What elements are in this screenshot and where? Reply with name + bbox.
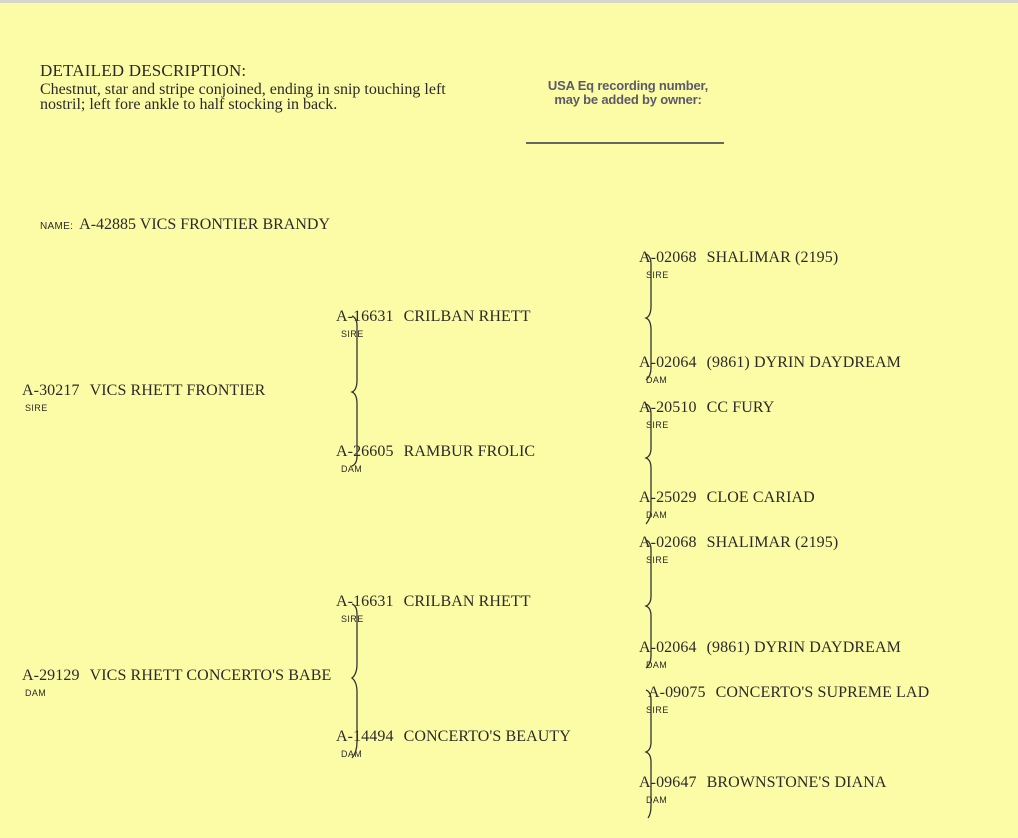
role-label: SIRE [341,329,364,339]
pedigree-number: A-02064 [639,354,697,371]
pedigree-sds: A-20510 CC FURY [639,399,774,417]
pedigree-sire-dam: A-26605 RAMBUR FROLIC [336,443,535,461]
role-label: DAM [646,510,668,520]
description-text: Chestnut, star and stripe conjoined, end… [40,81,510,113]
role-label: DAM [341,464,363,474]
pedigree-sire-sire: A-16631 CRILBAN RHETT [336,308,531,326]
pedigree-name: VICS RHETT CONCERTO'S BABE [89,667,332,684]
pedigree-number: A-26605 [336,443,394,460]
role-label: DAM [646,660,668,670]
page-top-edge [0,0,1018,3]
pedigree-name: CRILBAN RHETT [403,308,531,325]
pedigree-number: A-09647 [639,774,697,791]
pedigree-number: A-16631 [336,308,394,325]
pedigree-ssd: A-02064 (9861) DYRIN DAYDREAM [639,354,901,372]
role-label: SIRE [646,420,669,430]
pedigree-ddd: A-09647 BROWNSTONE'S DIANA [639,774,887,792]
pedigree-name: SHALIMAR (2195) [706,534,839,551]
bracket-gen3-4 [644,689,652,819]
pedigree-dam: A-29129 VICS RHETT CONCERTO'S BABE [22,667,331,685]
horse-name-row: NAME: A-42885 VICS FRONTIER BRANDY [40,216,330,234]
pedigree-number: A-14494 [336,728,394,745]
pedigree-number: A-02068 [639,249,697,266]
pedigree-number: A-30217 [22,382,80,399]
pedigree-name: RAMBUR FROLIC [403,443,536,460]
pedigree-sire: A-30217 VICS RHETT FRONTIER [22,382,265,400]
pedigree-name: BROWNSTONE'S DIANA [706,774,887,791]
stamp-line-1: USA Eq recording number, [547,78,709,93]
pedigree-name: SHALIMAR (2195) [706,249,839,266]
recording-number-stamp: USA Eq recording number, may be added by… [538,79,718,107]
pedigree-dam-dam: A-14494 CONCERTO'S BEAUTY [336,728,571,746]
role-label: DAM [646,795,668,805]
pedigree-dds: A-09075 CONCERTO'S SUPREME LAD [648,684,929,702]
name-label: NAME: [40,221,74,232]
role-label: SIRE [646,270,669,280]
pedigree-name: (9861) DYRIN DAYDREAM [706,639,901,656]
role-label: DAM [341,749,363,759]
stamp-line-2: may be added by owner: [554,92,702,107]
role-label: DAM [25,688,47,698]
pedigree-number: A-20510 [639,399,697,416]
pedigree-name: (9861) DYRIN DAYDREAM [706,354,901,371]
bracket-gen3-1 [644,253,652,381]
description-line-2: nostril; left fore ankle to half stockin… [40,96,338,113]
bracket-gen3-3 [644,539,652,669]
role-label: SIRE [341,614,364,624]
pedigree-name: VICS RHETT FRONTIER [89,382,266,399]
pedigree-dss: A-02068 SHALIMAR (2195) [639,534,838,552]
pedigree-dam-sire: A-16631 CRILBAN RHETT [336,593,531,611]
role-label: SIRE [646,705,669,715]
pedigree-name: CONCERTO'S BEAUTY [403,728,571,745]
pedigree-number: A-02068 [639,534,697,551]
pedigree-number: A-29129 [22,667,80,684]
role-label: SIRE [646,555,669,565]
role-label: DAM [646,375,668,385]
recording-number-blank-line [526,142,724,144]
bracket-gen3-2 [644,403,652,525]
description-heading: DETAILED DESCRIPTION: [40,61,247,80]
description-line-1: Chestnut, star and stripe conjoined, end… [40,81,446,98]
pedigree-number: A-02064 [639,639,697,656]
pedigree-number: A-16631 [336,593,394,610]
pedigree-sss: A-02068 SHALIMAR (2195) [639,249,838,267]
pedigree-sdd: A-25029 CLOE CARIAD [639,489,815,507]
pedigree-name: CC FURY [706,399,775,416]
pedigree-number: A-25029 [639,489,697,506]
bracket-gen2-dam [350,603,358,759]
role-label: SIRE [25,403,48,413]
horse-name: A-42885 VICS FRONTIER BRANDY [79,216,331,233]
pedigree-dsd: A-02064 (9861) DYRIN DAYDREAM [639,639,901,657]
bracket-gen2-sire [350,315,358,467]
pedigree-name: CRILBAN RHETT [403,593,531,610]
pedigree-name: CONCERTO'S SUPREME LAD [715,684,930,701]
pedigree-number: A-09075 [648,684,706,701]
pedigree-name: CLOE CARIAD [706,489,815,506]
